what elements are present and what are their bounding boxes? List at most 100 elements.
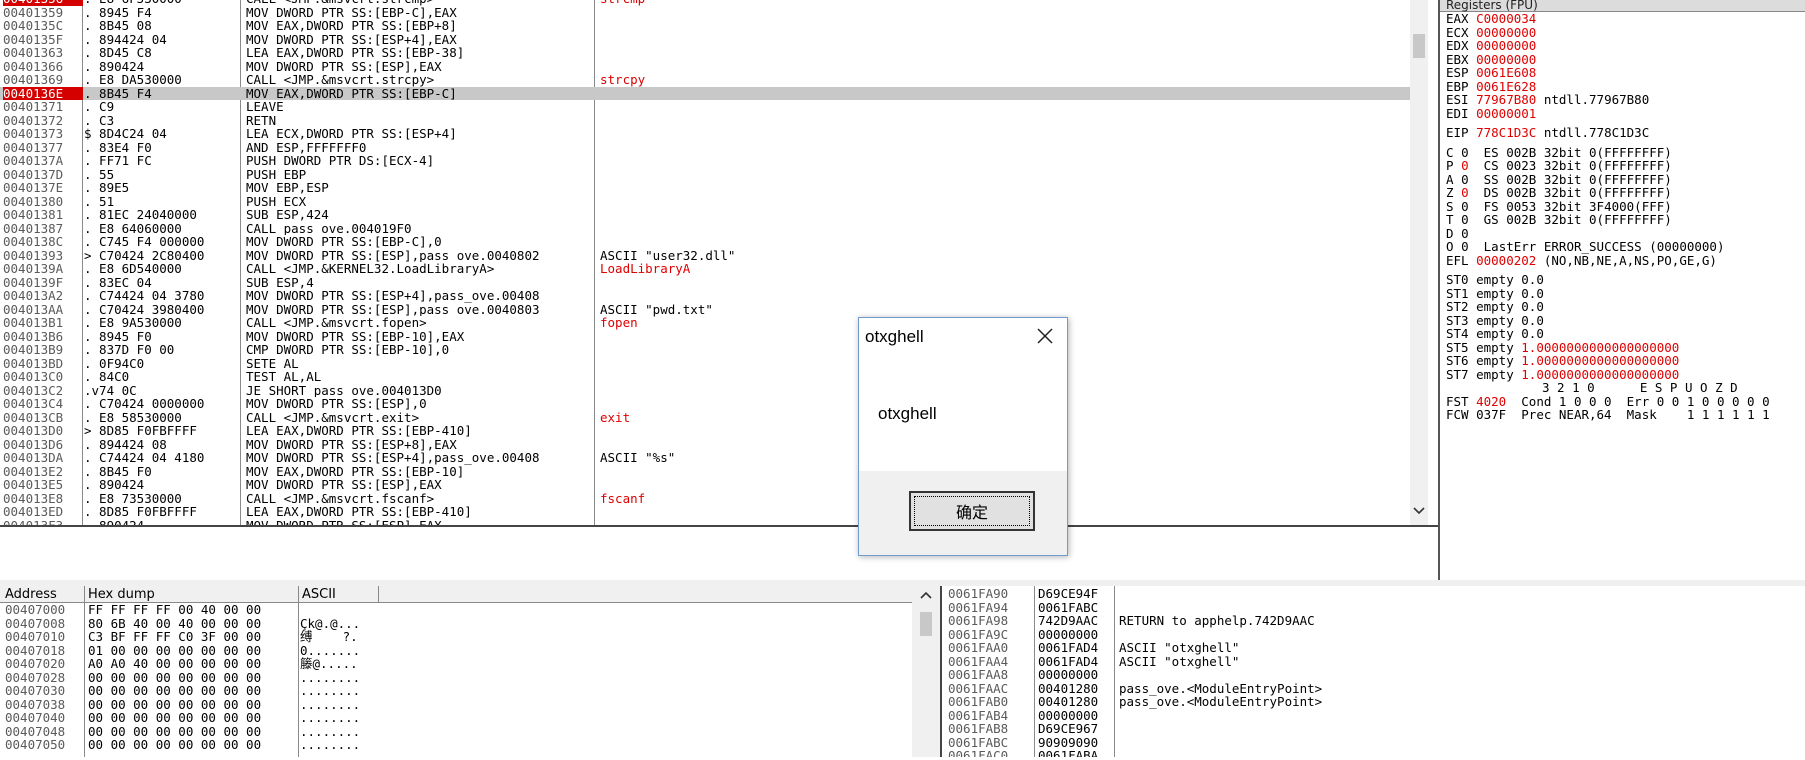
fcw-row[interactable]: FCW 037F Prec NEAR,64 Mask 1 1 1 1 1 1 (1446, 407, 1770, 422)
register-row[interactable]: EBP 0061E628 (1446, 78, 1805, 94)
register-value[interactable]: C0000034 (1476, 11, 1537, 26)
fpu-row[interactable]: ST2 empty 0.0 (1446, 300, 1805, 314)
flag-row[interactable]: A 0 SS 002B 32bit 0(FFFFFFFF) (1446, 171, 1805, 187)
ok-button[interactable]: 确定 (909, 491, 1035, 531)
register-row[interactable]: EDX 00000000 (1446, 39, 1805, 53)
dump-scrollbar[interactable] (912, 586, 940, 757)
flag-row[interactable]: P 0 CS 0023 32bit 0(FFFFFFFF) (1446, 159, 1805, 173)
fpu-row[interactable]: ST0 empty 0.0 (1446, 273, 1805, 287)
register-row[interactable]: EIP 778C1D3C ntdll.778C1D3C (1446, 126, 1805, 140)
register-row[interactable]: EBX 00000000 (1446, 51, 1805, 67)
pane-splitter[interactable] (0, 525, 1438, 527)
flag-value[interactable]: 0 (1461, 198, 1469, 214)
register-row[interactable]: ESI 77967B80 ntdll.77967B80 (1446, 93, 1805, 107)
flag-row[interactable]: C 0 ES 002B 32bit 0(FFFFFFFF) (1446, 144, 1805, 160)
dump-header-hex[interactable]: Hex dump (88, 587, 155, 602)
register-value[interactable]: 0061E628 (1476, 78, 1537, 94)
flag-row[interactable]: D 0 (1446, 225, 1805, 241)
flag-row[interactable]: O 0 LastErr ERROR_SUCCESS (00000000) (1446, 240, 1805, 254)
register-value[interactable]: 77967B80 (1476, 92, 1537, 107)
flag-value[interactable]: 0 (1461, 212, 1469, 227)
flag-value[interactable]: 0 (1461, 225, 1469, 241)
fst-row[interactable]: FST 4020 Cond 1 0 0 0 Err 0 0 1 0 0 0 0 … (1446, 393, 1770, 409)
register-row[interactable]: ESP 0061E608 (1446, 66, 1805, 80)
disassembly-pane[interactable]: 00401356. E8 6F530000CALL <JMP.&msvcrt.s… (0, 0, 1410, 525)
scroll-thumb[interactable] (1413, 34, 1425, 58)
flag-value[interactable]: 0 (1461, 144, 1469, 160)
register-row[interactable]: ECX 00000000 (1446, 25, 1805, 40)
register-value[interactable]: 00000202 (1476, 252, 1537, 268)
scroll-down-icon[interactable] (1413, 507, 1425, 515)
register-row[interactable]: EFL 00000202 (NO,NB,NE,A,NS,PO,GE,G) (1446, 252, 1805, 268)
flag-row[interactable]: S 0 FS 0053 32bit 3F4000(FFF) (1446, 198, 1805, 214)
register-value[interactable]: 00000000 (1476, 51, 1537, 67)
scroll-thumb[interactable] (920, 612, 932, 636)
scroll-up-icon[interactable] (920, 591, 932, 599)
flag-value[interactable]: 0 (1461, 185, 1469, 200)
disasm-row[interactable]: 00401356. E8 6F530000CALL <JMP.&msvcrt.s… (0, 0, 1410, 6)
fpu-row[interactable]: ST6 empty 1.0000000000000000000 (1446, 353, 1680, 368)
register-value[interactable]: 778C1D3C (1476, 125, 1537, 140)
fpu-row[interactable]: ST5 empty 1.0000000000000000000 (1446, 339, 1680, 355)
flag-value[interactable]: 0 (1461, 171, 1469, 187)
register-value[interactable]: 00000000 (1476, 38, 1537, 53)
disasm-scrollbar[interactable] (1410, 0, 1428, 525)
register-row[interactable]: EAX C0000034 (1446, 12, 1805, 26)
register-row[interactable]: EDI 00000001 (1446, 106, 1805, 121)
fpu-row[interactable]: ST7 empty 1.0000000000000000000 (1446, 366, 1680, 382)
fpu-row[interactable]: ST3 empty 0.0 (1446, 313, 1805, 328)
dump-header-address[interactable]: Address (5, 587, 57, 602)
